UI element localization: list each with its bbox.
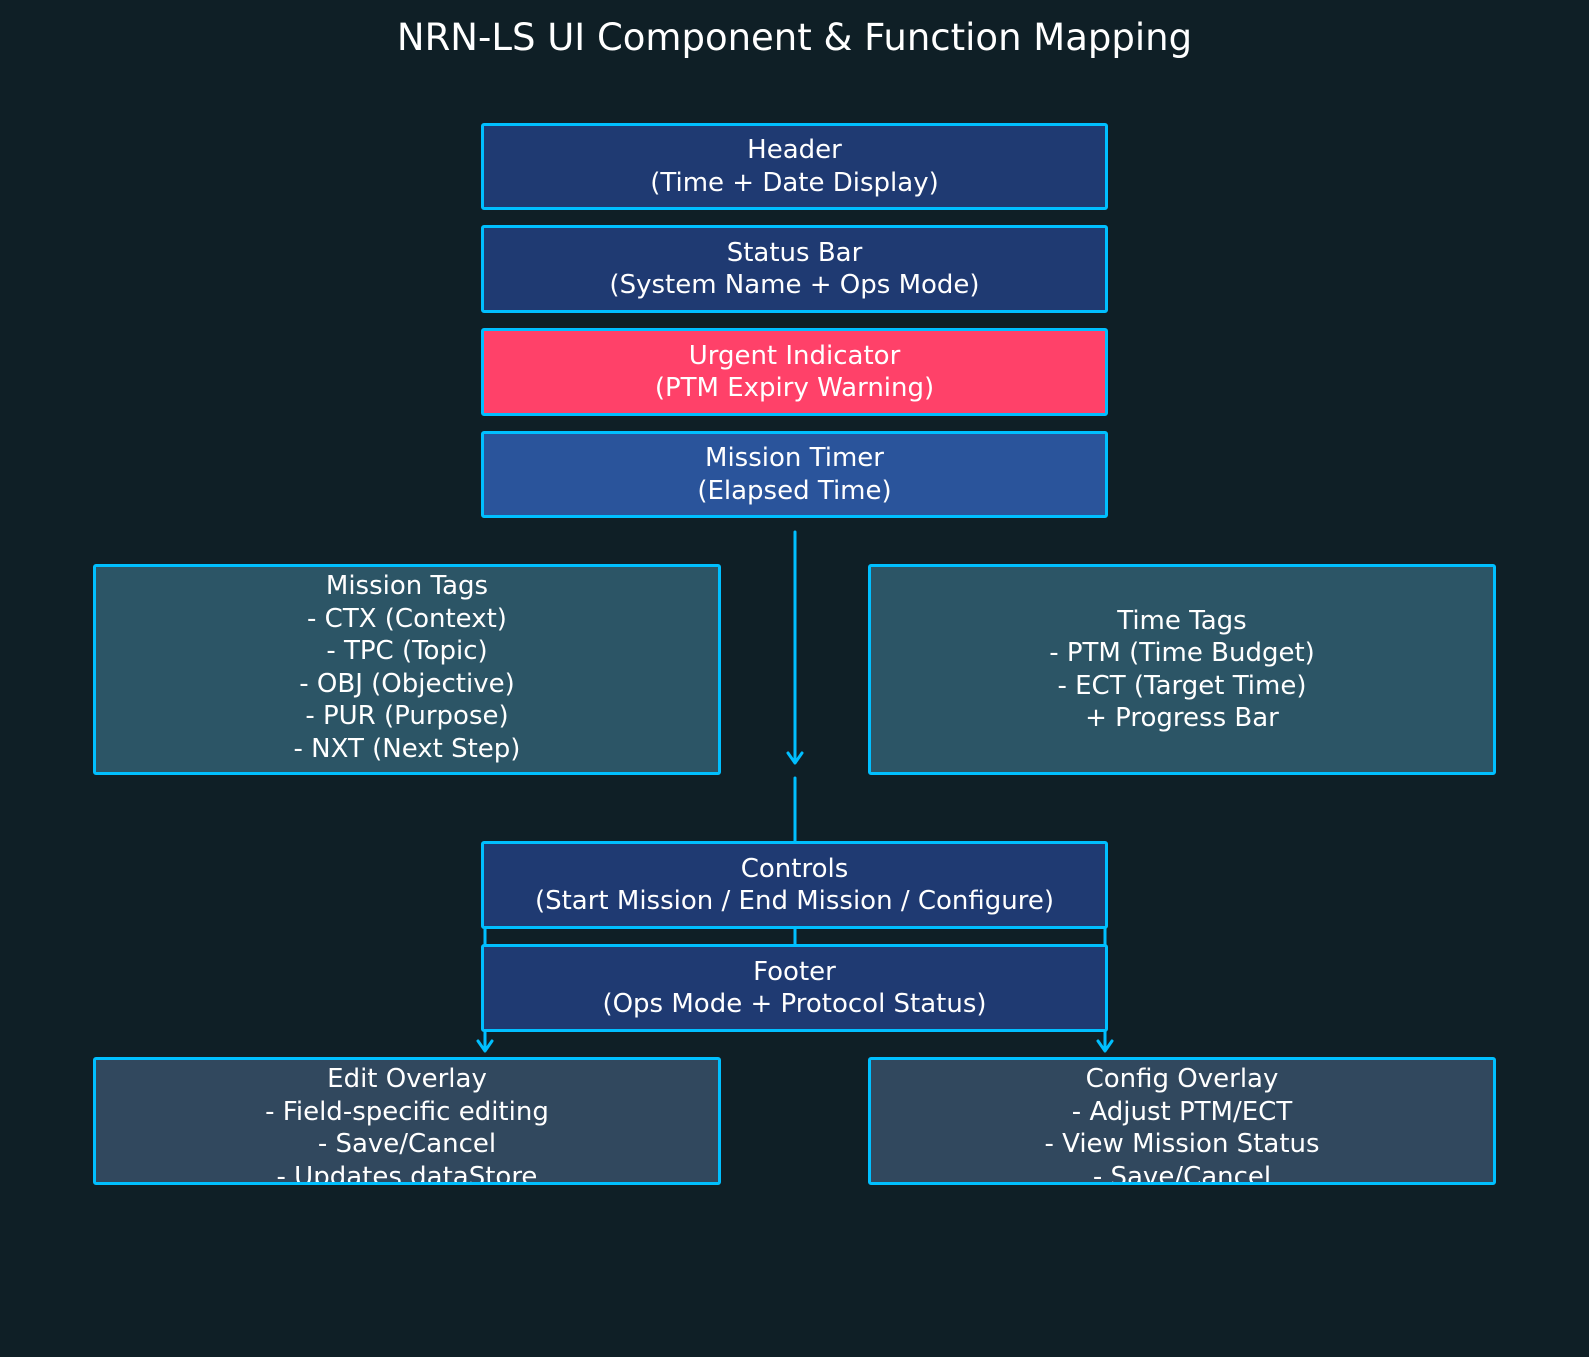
node-title: Mission Timer	[705, 443, 884, 473]
node-footer-text: Footer(Ops Mode + Protocol Status)	[602, 956, 986, 1021]
node-detail-line: (Elapsed Time)	[697, 475, 892, 506]
node-title: Status Bar	[726, 237, 863, 268]
node-mission-tags: Mission Tags- CTX (Context)- TPC (Topic)…	[93, 564, 721, 775]
node-time-tags-text: Time Tags- PTM (Time Budget)- ECT (Targe…	[1049, 605, 1315, 735]
arrow-timer-to-tags	[786, 530, 804, 765]
node-detail-line: (Ops Mode + Protocol Status)	[602, 989, 987, 1019]
node-detail-line: - OBJ (Objective)	[299, 668, 515, 699]
node-mission-timer: Mission Timer(Elapsed Time)	[481, 431, 1108, 518]
node-title: Time Tags	[1117, 605, 1247, 636]
node-mission-tags-text: Mission Tags- CTX (Context)- TPC (Topic)…	[294, 570, 521, 765]
node-detail-line: (Time + Date Display)	[650, 167, 939, 198]
node-detail-line: + Progress Bar	[1085, 703, 1279, 733]
node-detail-line: (PTM Expiry Warning)	[654, 373, 935, 403]
node-footer: Footer(Ops Mode + Protocol Status)	[481, 944, 1108, 1032]
node-detail-line: - NXT (Next Step)	[293, 733, 521, 764]
node-status-bar: Status Bar(System Name + Ops Mode)	[481, 225, 1108, 313]
node-title: Footer	[753, 956, 836, 987]
node-edit-overlay-text: Edit Overlay- Field-specific editing- Sa…	[265, 1063, 549, 1185]
node-detail-line: - Save/Cancel	[317, 1129, 497, 1159]
node-detail-line: (System Name + Ops Mode)	[609, 270, 980, 300]
node-status-bar-text: Status Bar(System Name + Ops Mode)	[609, 237, 979, 302]
node-detail-line: - TPC (Topic)	[326, 636, 488, 666]
node-header-text: Header(Time + Date Display)	[650, 134, 938, 199]
node-config-overlay-text: Config Overlay- Adjust PTM/ECT- View Mis…	[1044, 1063, 1320, 1185]
node-title: Config Overlay	[1085, 1064, 1279, 1094]
node-mission-timer-text: Mission Timer(Elapsed Time)	[697, 442, 891, 507]
node-detail-line: - Field-specific editing	[265, 1096, 549, 1127]
diagram-title: NRN-LS UI Component & Function Mapping	[396, 16, 1193, 59]
node-edit-overlay: Edit Overlay- Field-specific editing- Sa…	[93, 1057, 721, 1185]
node-title: Header	[747, 135, 842, 165]
node-title: Urgent Indicator	[688, 340, 901, 371]
node-detail-line: - PTM (Time Budget)	[1049, 638, 1315, 668]
node-detail-line: - ECT (Target Time)	[1057, 670, 1307, 701]
node-header: Header(Time + Date Display)	[481, 123, 1108, 210]
node-controls-text: Controls(Start Mission / End Mission / C…	[535, 853, 1054, 918]
node-urgent-indicator: Urgent Indicator(PTM Expiry Warning)	[481, 328, 1108, 416]
node-time-tags: Time Tags- PTM (Time Budget)- ECT (Targe…	[868, 564, 1496, 775]
node-detail-line: - CTX (Context)	[307, 603, 507, 634]
node-controls: Controls(Start Mission / End Mission / C…	[481, 841, 1108, 929]
node-detail-line: - Save/Cancel	[1092, 1161, 1272, 1185]
node-detail-line: - PUR (Purpose)	[305, 701, 509, 731]
node-title: Edit Overlay	[327, 1064, 487, 1094]
node-detail-line: - View Mission Status	[1044, 1129, 1320, 1159]
node-detail-line: - Updates dataStore	[276, 1161, 538, 1185]
node-detail-line: - Adjust PTM/ECT	[1071, 1096, 1293, 1127]
node-detail-line: (Start Mission / End Mission / Configure…	[534, 886, 1055, 916]
node-title: Mission Tags	[325, 571, 489, 601]
node-config-overlay: Config Overlay- Adjust PTM/ECT- View Mis…	[868, 1057, 1496, 1185]
node-title: Controls	[740, 853, 849, 884]
node-urgent-indicator-text: Urgent Indicator(PTM Expiry Warning)	[655, 340, 934, 405]
